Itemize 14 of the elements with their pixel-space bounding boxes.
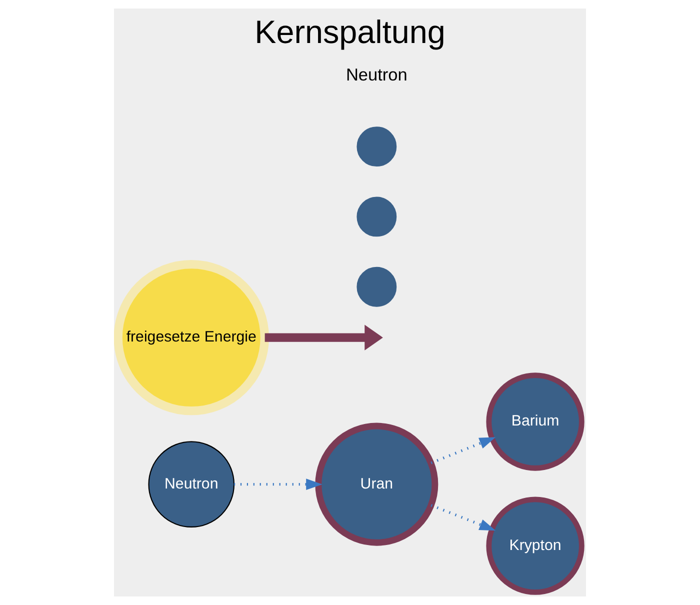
arrow bbox=[264, 324, 383, 350]
node-circle: Uran bbox=[315, 422, 438, 546]
node-circle: freigesetze Energie bbox=[114, 260, 269, 416]
node-circle: Krypton bbox=[486, 496, 584, 595]
node-circle: Neutron bbox=[148, 441, 235, 528]
arrow bbox=[430, 437, 496, 464]
node-circle: Barium bbox=[486, 372, 584, 471]
label: Neutron bbox=[346, 64, 408, 85]
node-circle bbox=[356, 196, 397, 237]
node-circle bbox=[356, 266, 397, 307]
arrow bbox=[430, 504, 496, 531]
arrow bbox=[234, 478, 322, 490]
diagram-title: Kernspaltung bbox=[254, 14, 446, 50]
node-circle bbox=[356, 126, 397, 167]
